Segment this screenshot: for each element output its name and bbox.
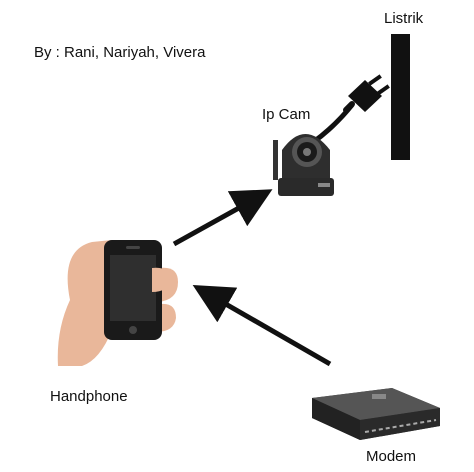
arrow-modem-to-handphone (192, 285, 332, 367)
ip-camera-icon (273, 134, 334, 196)
listrik-label: Listrik (384, 10, 424, 27)
author-credit: By : Rani, Nariyah, Vivera (34, 44, 206, 61)
handphone-label: Handphone (50, 388, 128, 405)
finger-shape (152, 267, 170, 292)
arrow-handphone-to-ipcam (172, 189, 273, 247)
ip-cam-label: Ip Cam (262, 106, 311, 123)
modem-icon (312, 388, 440, 440)
smartphone-icon (104, 240, 162, 340)
modem-label: Modem (366, 448, 417, 465)
power-outlet-bar (391, 34, 410, 160)
